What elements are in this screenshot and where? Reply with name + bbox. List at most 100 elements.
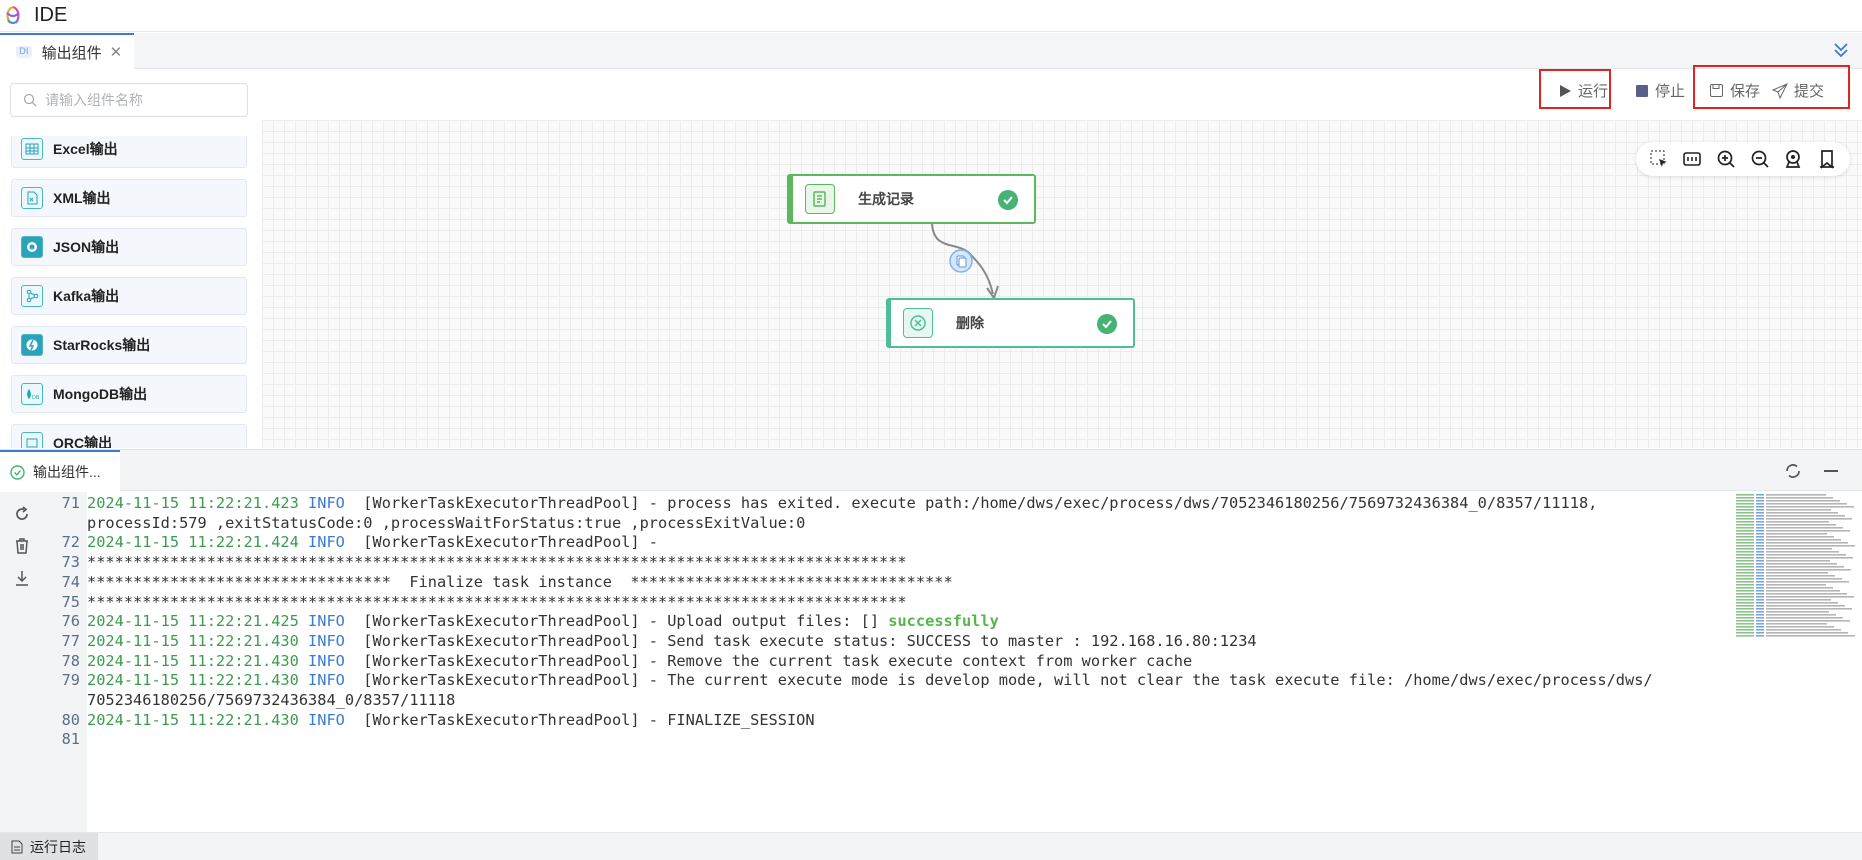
component-list: Excel输出 XML输出 JSON输出 Kafka输出 StarRocks输出…: [11, 136, 247, 448]
minimap-line: [1766, 560, 1830, 562]
minimap-line: [1736, 590, 1754, 592]
minimap-line: [1736, 527, 1754, 529]
save-button[interactable]: 保存: [1709, 80, 1760, 101]
minimap-line: [1736, 611, 1754, 613]
minimap-line: [1736, 620, 1754, 622]
minimap-line: [1736, 626, 1754, 628]
log-line-gutter: [44, 492, 87, 832]
delete-icon: [903, 308, 933, 338]
submit-button[interactable]: 提交: [1772, 80, 1824, 101]
list-item-starrocks[interactable]: StarRocks输出: [11, 326, 247, 364]
node-label: 删除: [956, 315, 984, 331]
workflow-node-delete[interactable]: 删除: [886, 298, 1135, 348]
minimap-line: [1766, 623, 1827, 625]
minimap-line: [1736, 587, 1754, 589]
minimap-line: [1736, 614, 1754, 616]
minimap-line: [1766, 614, 1836, 616]
log-timestamp: 2024-11-15 11:22:21.425: [87, 612, 299, 631]
list-item-excel[interactable]: Excel输出: [11, 136, 247, 168]
app-title: IDE: [34, 4, 68, 26]
minimap-line: [1756, 524, 1764, 526]
log-timestamp: 2024-11-15 11:22:21.430: [87, 631, 299, 650]
highlight-box-save-submit: [1693, 65, 1850, 109]
locate-icon[interactable]: [1783, 149, 1803, 169]
box-select-icon[interactable]: [1649, 149, 1669, 169]
log-timestamp: 2024-11-15 11:22:21.430: [87, 671, 299, 690]
log-level: INFO: [308, 651, 345, 670]
minimap-line: [1756, 557, 1764, 559]
save-icon: [1710, 84, 1723, 97]
di-icon: DI: [16, 46, 32, 58]
minimap-line: [1736, 539, 1754, 541]
log-message: ****************************************…: [87, 553, 907, 572]
minimap-line: [1766, 548, 1832, 550]
minimap-line: [1766, 590, 1840, 592]
minimap-line: [1756, 635, 1764, 637]
minimap-line: [1766, 593, 1847, 595]
minimap-line: [1766, 494, 1826, 496]
minimap-line: [1766, 596, 1854, 598]
log-message: [WorkerTaskExecutorThreadPool] - Remove …: [344, 651, 1193, 670]
minimap-line: [1736, 566, 1754, 568]
log-message: [WorkerTaskExecutorThreadPool] -: [344, 533, 659, 552]
tab-output-components[interactable]: DI 输出组件 ✕: [0, 33, 134, 69]
minimap-line: [1736, 512, 1754, 514]
double-chevron-down-icon[interactable]: [1832, 41, 1850, 59]
line-number: 76: [61, 612, 80, 631]
list-item-kafka[interactable]: Kafka输出: [11, 277, 247, 315]
close-icon[interactable]: ✕: [109, 44, 123, 61]
list-item-orc[interactable]: ORC输出: [11, 424, 247, 448]
fit-view-icon[interactable]: [1682, 149, 1702, 169]
tab-label: 输出组件: [41, 44, 102, 62]
minimap-line: [1766, 605, 1845, 607]
log-level: INFO: [308, 612, 345, 631]
zoom-in-icon[interactable]: [1716, 149, 1736, 169]
minimap-line: [1736, 605, 1754, 607]
search-box[interactable]: [10, 83, 248, 117]
list-item-json[interactable]: JSON输出: [11, 228, 247, 266]
log-message: 7052346180256/7569732436384_0/8357/11118: [87, 691, 456, 709]
sync-icon[interactable]: [1784, 462, 1802, 480]
minimap-line: [1756, 503, 1764, 505]
list-item-mongodb[interactable]: DB MongoDB输出: [11, 375, 247, 413]
minimap-line: [1736, 623, 1754, 625]
minimap-line: [1766, 626, 1834, 628]
log-file-icon: [11, 840, 23, 854]
search-input[interactable]: [45, 92, 245, 108]
minimap-line: [1756, 560, 1764, 562]
minimap-line: [1736, 572, 1754, 574]
minimap-line: [1766, 617, 1843, 619]
refresh-icon[interactable]: [12, 504, 32, 524]
run-button[interactable]: 运行: [1558, 80, 1608, 101]
minimap-line: [1756, 608, 1764, 610]
minimap-line: [1756, 497, 1764, 499]
stop-button[interactable]: 停止: [1635, 80, 1685, 101]
minimap-line: [1766, 572, 1828, 574]
minimap-line: [1766, 545, 1855, 547]
log-minimap[interactable]: [1734, 492, 1862, 832]
line-number: 74: [61, 572, 80, 591]
trash-icon[interactable]: [12, 536, 32, 556]
log-tab[interactable]: 输出组件...: [0, 450, 120, 492]
bookmark-icon[interactable]: [1817, 149, 1837, 169]
workflow-canvas[interactable]: [262, 120, 1862, 448]
log-timestamp: 2024-11-15 11:22:21.424: [87, 533, 299, 552]
download-icon[interactable]: [12, 568, 32, 588]
workflow-node-generate-records[interactable]: 生成记录: [787, 174, 1036, 224]
minimap-line: [1736, 584, 1754, 586]
minimize-icon[interactable]: [1822, 462, 1840, 480]
minimap-line: [1756, 596, 1764, 598]
minimap-line: [1736, 515, 1754, 517]
zoom-out-icon[interactable]: [1750, 149, 1770, 169]
log-timestamp: 2024-11-15 11:22:21.423: [87, 494, 299, 512]
list-item-xml[interactable]: XML输出: [11, 179, 247, 217]
submit-label: 提交: [1794, 83, 1825, 100]
minimap-line: [1756, 620, 1764, 622]
minimap-line: [1736, 557, 1754, 559]
log-message: ****************************************…: [87, 592, 907, 611]
run-log-tab[interactable]: 运行日志: [0, 833, 98, 860]
log-timestamp: 2024-11-15 11:22:21.430: [87, 710, 299, 729]
